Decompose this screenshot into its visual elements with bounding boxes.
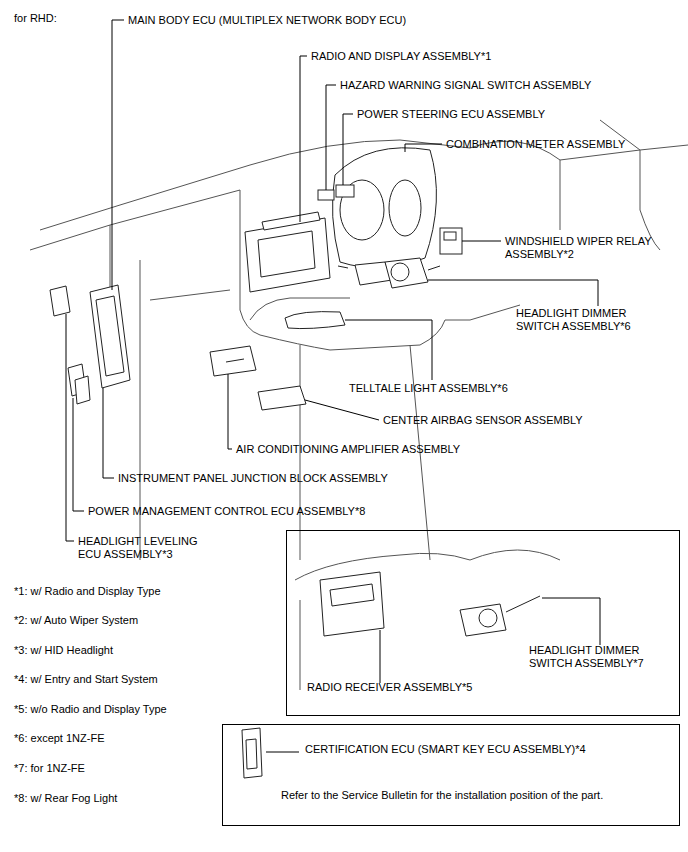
leader-lines-part	[300, 56, 307, 222]
radio-display-part	[262, 212, 320, 230]
footnote: *8: w/ Rear Fog Light	[14, 792, 117, 805]
leader-lines-part	[405, 144, 442, 152]
footnote: *3: w/ HID Headlight	[14, 644, 113, 657]
air-conditioning-amplifier-part	[210, 346, 256, 376]
radio-receiver-part	[320, 572, 384, 636]
inset-illustration-part	[295, 553, 470, 580]
certification-ecu-part	[242, 728, 262, 778]
center-airbag-sensor-part	[258, 386, 306, 410]
leader-lines-part	[428, 280, 598, 306]
combination-meter-part	[389, 180, 421, 236]
radio-receiver	[320, 572, 384, 636]
main-body-ecu-part	[96, 296, 124, 376]
inset-box: CERTIFICATION ECU (SMART KEY ECU ASSEMBL…	[222, 724, 680, 826]
telltale-light	[285, 312, 345, 329]
leader-lines-part	[343, 114, 353, 185]
radio-display	[245, 212, 330, 292]
main-body-ecu	[50, 285, 130, 404]
leader-lines-part	[305, 400, 379, 420]
leader-lines-part	[103, 388, 114, 478]
headlight-dimmer-switch-part	[385, 258, 428, 288]
headlight-dimmer-switch-1nz-part	[479, 609, 497, 627]
leader-lines-part	[66, 314, 74, 541]
part-label: AIR CONDITIONING AMPLIFIER ASSEMBLY	[236, 443, 460, 456]
inset-illustration-part	[470, 550, 560, 560]
headlight-dimmer-switch-1nz	[460, 596, 540, 636]
main-body-ecu-part	[90, 285, 130, 388]
air-conditioning-amplifier	[210, 346, 256, 376]
main-body-ecu-part	[50, 286, 70, 316]
inset-illustration-part	[300, 600, 301, 690]
dashboard-outline-part	[560, 160, 561, 230]
leader-lines-part	[73, 398, 84, 511]
leader-lines-part	[112, 20, 124, 290]
inset-box: HEADLIGHT DIMMER SWITCH ASSEMBLY*7RADIO …	[286, 530, 680, 716]
part-label: CENTER AIRBAG SENSOR ASSEMBLY	[383, 414, 583, 427]
diagram-title: for RHD:	[14, 12, 57, 25]
inset-leaders-part	[266, 752, 299, 753]
inset-illustration	[295, 550, 560, 690]
inset-text: CERTIFICATION ECU (SMART KEY ECU ASSEMBL…	[305, 743, 586, 756]
dashboard-outline	[30, 120, 688, 560]
radio-receiver-part	[330, 584, 374, 606]
wiper-relay	[440, 228, 462, 254]
dashboard-outline-part	[150, 290, 230, 300]
headlight-dimmer-switch-part	[428, 266, 440, 270]
leader-lines-part	[326, 85, 336, 190]
inset-leaders-part	[542, 598, 600, 645]
part-label: HEADLIGHT LEVELING ECU ASSEMBLY*3	[78, 535, 208, 561]
telltale-light-part	[285, 312, 345, 329]
dashboard-outline-part	[30, 190, 240, 250]
footnote: *4: w/ Entry and Start System	[14, 673, 158, 686]
part-label: TELLTALE LIGHT ASSEMBLY*6	[349, 382, 508, 395]
inset-text: RADIO RECEIVER ASSEMBLY*5	[307, 681, 472, 694]
part-label: POWER MANAGEMENT CONTROL ECU ASSEMBLY*8	[88, 505, 365, 518]
footnote: *7: for 1NZ-FE	[14, 762, 85, 775]
part-label: HAZARD WARNING SIGNAL SWITCH ASSEMBLY	[340, 79, 591, 92]
inset-leaders-part	[380, 630, 381, 683]
part-label: WINDSHIELD WIPER RELAY ASSEMBLY*2	[505, 235, 665, 261]
wiper-relay-part	[440, 228, 462, 254]
air-conditioning-amplifier-part	[226, 359, 244, 362]
part-label: COMBINATION METER ASSEMBLY	[446, 138, 625, 151]
headlight-dimmer-switch-1nz-part	[506, 596, 540, 612]
headlight-dimmer-switch	[338, 258, 440, 288]
headlight-dimmer-switch-part	[391, 263, 409, 281]
headlight-dimmer-switch-part	[338, 266, 348, 268]
combination-meter-part	[332, 148, 436, 268]
footnote: *2: w/ Auto Wiper System	[14, 614, 138, 627]
combination-meter	[332, 148, 436, 268]
leader-lines-part	[228, 374, 232, 449]
inset-leaders	[266, 598, 600, 752]
part-label: MAIN BODY ECU (MULTIPLEX NETWORK BODY EC…	[128, 14, 406, 27]
center-airbag-sensor	[258, 386, 306, 410]
leader-lines-part	[462, 241, 501, 242]
part-label: HEADLIGHT DIMMER SWITCH ASSEMBLY*6	[516, 307, 636, 333]
wiper-relay-part	[444, 232, 456, 240]
leader-lines-part	[345, 320, 432, 380]
hazard-switch-and-steering-ecu-part	[318, 190, 334, 200]
part-label: RADIO AND DISPLAY ASSEMBLY*1	[311, 50, 491, 63]
main-body-ecu-part	[75, 376, 90, 404]
inset-text: Refer to the Service Bulletin for the in…	[281, 789, 603, 802]
certification-ecu-part	[246, 739, 257, 769]
part-label: INSTRUMENT PANEL JUNCTION BLOCK ASSEMBLY	[118, 472, 388, 485]
dashboard-outline-part	[445, 305, 520, 320]
part-label: POWER STEERING ECU ASSEMBLY	[357, 108, 545, 121]
leader-lines	[66, 20, 598, 541]
headlight-dimmer-switch-1nz-part	[460, 604, 506, 636]
footnote: *5: w/o Radio and Display Type	[14, 703, 167, 716]
hazard-switch-and-steering-ecu	[318, 185, 354, 200]
radio-display-part	[245, 218, 330, 292]
hazard-switch-and-steering-ecu-part	[336, 185, 354, 197]
certification-ecu	[242, 728, 262, 778]
radio-display-part	[258, 231, 315, 277]
inset-text: HEADLIGHT DIMMER SWITCH ASSEMBLY*7	[529, 644, 654, 670]
footnote: *1: w/ Radio and Display Type	[14, 585, 161, 598]
footnote: *6: except 1NZ-FE	[14, 732, 104, 745]
dashboard-outline-part	[110, 225, 111, 290]
